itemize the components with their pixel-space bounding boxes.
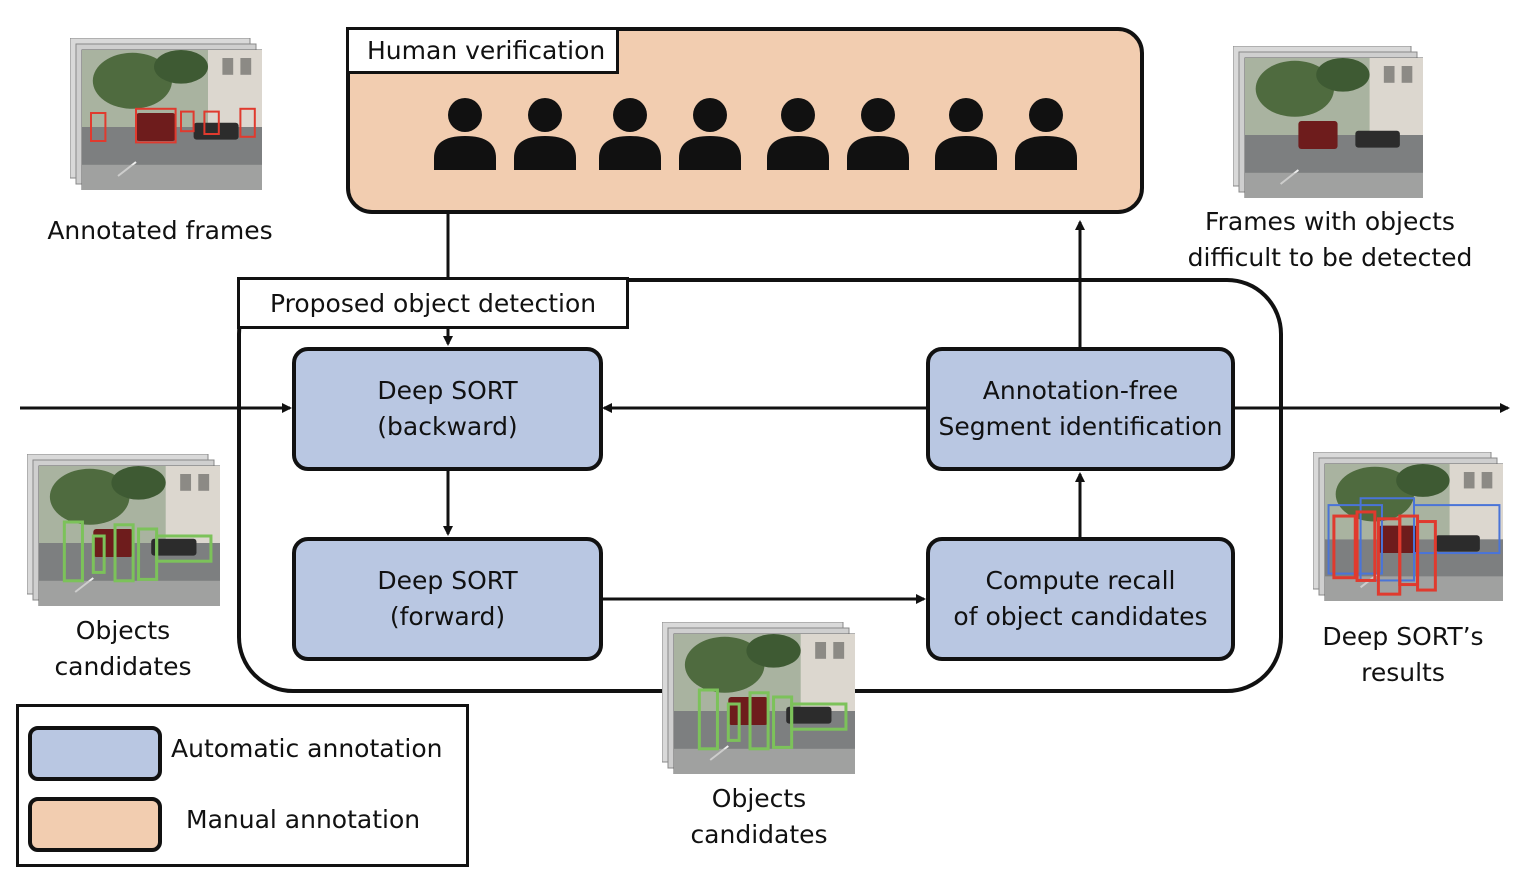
legend: Automatic annotation Manual annotation [16,704,469,867]
segment-identification-text: Annotation-free Segment identification [938,376,1223,441]
deep-sort-results-image [1313,452,1503,601]
legend-manual-swatch [28,797,162,852]
person-icon [847,98,909,170]
objects-candidates-bottom-caption: Objects candidates [690,784,828,849]
person-icon [599,98,661,170]
person-icon [1015,98,1077,170]
annotated-frames-image [70,38,262,190]
people-group [432,96,1092,172]
annotated-frames-caption: Annotated frames [47,216,273,245]
legend-automatic-swatch [28,726,162,781]
objects-candidates-bottom-image [662,622,855,774]
deep-sort-backward-node: Deep SORT (backward) [292,347,603,471]
legend-automatic-label: Automatic annotation [171,734,443,763]
legend-manual-label: Manual annotation [186,805,421,834]
human-verification-label: Human verification [346,27,619,74]
person-icon [935,98,997,170]
deep-sort-results-caption: Deep SORT’s results [1322,622,1484,687]
person-icon [679,98,741,170]
deep-sort-forward-node: Deep SORT (forward) [292,537,603,661]
person-icon [514,98,576,170]
difficult-frames-image [1233,46,1423,198]
objects-candidates-left-caption: Objects candidates [54,616,192,681]
person-icon [434,98,496,170]
objects-candidates-left-image [27,454,220,606]
segment-identification-node: Annotation-free Segment identification [926,347,1235,471]
difficult-frames-caption: Frames with objects difficult to be dete… [1187,207,1473,272]
deep-sort-backward-text: Deep SORT (backward) [377,376,518,441]
compute-recall-text: Compute recall of object candidates [953,566,1208,631]
deep-sort-forward-text: Deep SORT (forward) [377,566,518,631]
person-icon [767,98,829,170]
compute-recall-node: Compute recall of object candidates [926,537,1235,661]
proposed-object-detection-label: Proposed object detection [237,277,629,329]
